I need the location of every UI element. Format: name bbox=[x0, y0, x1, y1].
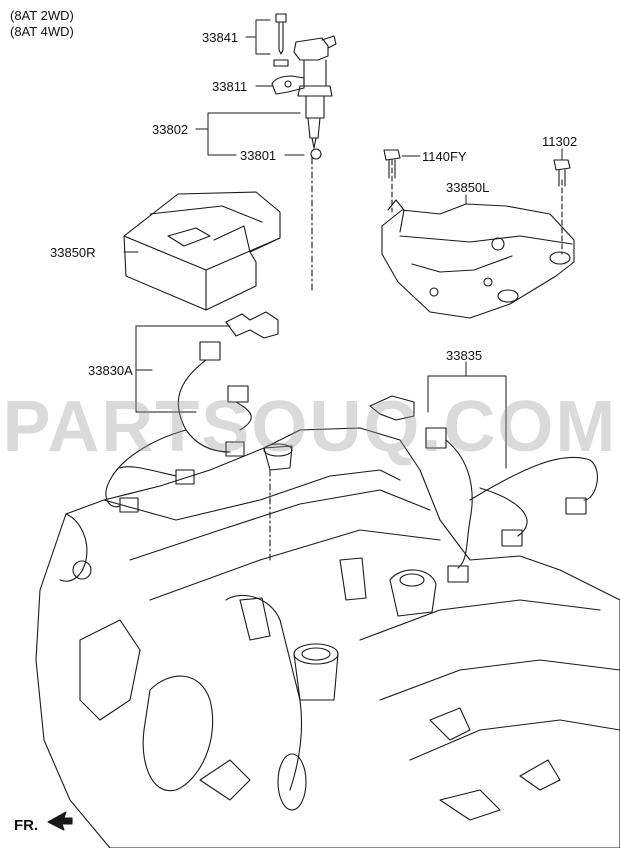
wiring-harness-33835 bbox=[369, 395, 598, 583]
part-label-33802[interactable]: 33802 bbox=[152, 122, 189, 137]
part-label-33811[interactable]: 33811 bbox=[212, 79, 248, 94]
bolt-1140FY bbox=[383, 149, 401, 179]
part-label-33801[interactable]: 33801 bbox=[240, 148, 277, 163]
part-label-33850r[interactable]: 33850R bbox=[50, 245, 96, 260]
variant-note-4wd: (8AT 4WD) bbox=[10, 24, 74, 39]
part-label-33841[interactable]: 33841 bbox=[202, 30, 239, 45]
bolt-33841 bbox=[273, 13, 289, 67]
part-label-33830a[interactable]: 33830A bbox=[88, 363, 133, 378]
part-label-11302[interactable]: 11302 bbox=[542, 134, 578, 149]
engine-cover-right bbox=[123, 191, 281, 311]
engine-cover-left bbox=[381, 159, 575, 319]
variant-note-2wd: (8AT 2WD) bbox=[10, 8, 74, 23]
engine-block bbox=[35, 427, 620, 848]
part-label-1140fy[interactable]: 1140FY bbox=[422, 149, 467, 164]
clamp-33811 bbox=[271, 75, 305, 95]
bolt-11302 bbox=[553, 159, 571, 187]
front-direction-label: FR. bbox=[14, 817, 39, 834]
leader-lines bbox=[123, 19, 563, 469]
part-label-33835[interactable]: 33835 bbox=[446, 348, 483, 363]
injector-part bbox=[293, 35, 337, 291]
front-direction-arrow bbox=[47, 811, 73, 831]
wiring-harness-33830a bbox=[105, 311, 279, 513]
part-label-33850l[interactable]: 33850L bbox=[446, 180, 490, 195]
